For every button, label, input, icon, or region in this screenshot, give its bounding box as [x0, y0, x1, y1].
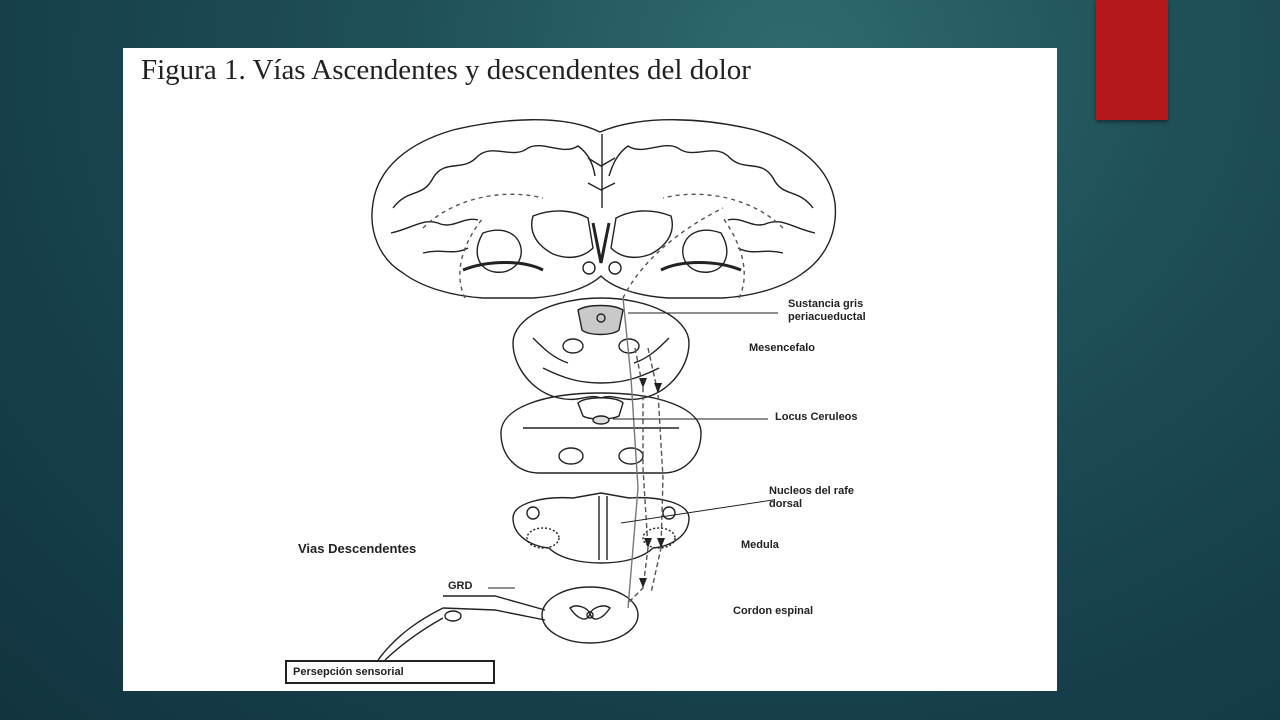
medulla [512, 492, 690, 564]
label-vias-descendentes: Vias Descendentes [298, 541, 417, 556]
grd-afferent [377, 587, 546, 661]
label-locus-ceruleos: Locus Ceruleos [775, 411, 858, 423]
pons [500, 392, 702, 474]
accent-bar [1096, 0, 1168, 120]
label-sustancia-gris: Sustancia gris periacueductal [788, 298, 866, 323]
figure-panel: Figura 1. Vías Ascendentes y descendente… [123, 48, 1057, 691]
label-grd: GRD [448, 580, 473, 592]
spinal-cord [541, 586, 639, 644]
label-percepcion-sensorial: Persepción sensorial [285, 660, 495, 684]
label-medula: Medula [741, 539, 779, 551]
brain-section [371, 119, 837, 299]
label-mesencefalo: Mesencefalo [749, 342, 816, 354]
label-nucleos-rafe: Nucleos del rafe dorsal [769, 485, 854, 510]
label-cordon-espinal: Cordon espinal [733, 605, 814, 617]
mesencephalon [512, 297, 690, 401]
pain-pathways-diagram [371, 119, 837, 661]
figure-title: Figura 1. Vías Ascendentes y descendente… [141, 54, 751, 86]
